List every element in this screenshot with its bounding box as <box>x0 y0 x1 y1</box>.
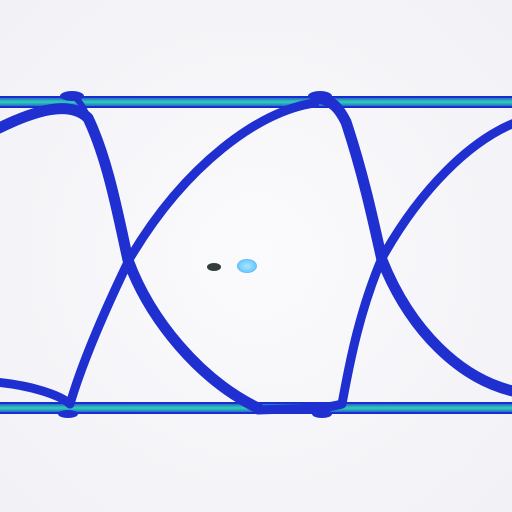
right-arc-wide <box>253 119 512 415</box>
bulge-bottom-right <box>312 410 332 418</box>
bulge-bottom-left <box>58 410 78 418</box>
center-markers <box>207 259 257 273</box>
bulge-top-left <box>60 91 84 101</box>
dark-dot-icon <box>207 263 221 271</box>
light-blue-dot-icon <box>237 259 257 273</box>
rail-bulges <box>58 91 332 418</box>
bulge-top-right <box>308 91 332 101</box>
left-arc-outer <box>0 103 264 414</box>
left-crossing <box>0 93 320 414</box>
top-rail <box>0 96 512 108</box>
right-crossing <box>253 92 512 415</box>
left-arc-wide <box>0 98 320 409</box>
